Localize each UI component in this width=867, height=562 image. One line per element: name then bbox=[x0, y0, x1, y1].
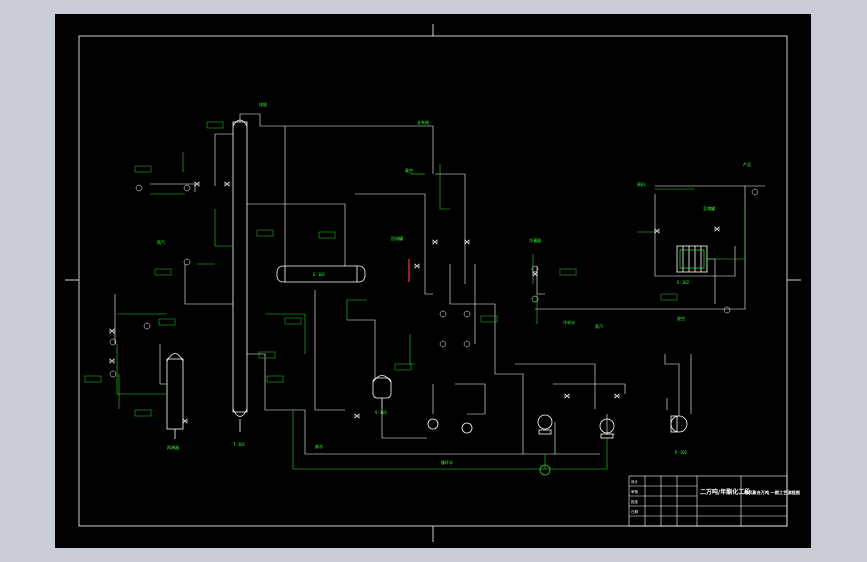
label-to-system: 去系统 bbox=[417, 119, 429, 125]
label-vent: 排放 bbox=[259, 101, 267, 107]
valves[interactable] bbox=[109, 181, 720, 424]
label-exchanger-2: E-102 bbox=[677, 280, 690, 285]
process-flow-diagram: T-101 E-101 V-101 P-101 冷凝器 再沸器 回流罐 冷却水 … bbox=[65, 24, 801, 542]
label-circulating-water: 循环水 bbox=[441, 459, 453, 465]
label-pump: P-101 bbox=[675, 450, 688, 455]
title-block-drawing-name: 有机聚合万吨 一期工艺流程图 bbox=[744, 489, 800, 496]
label-feed: 原料 bbox=[637, 181, 645, 187]
label-condenser: 冷凝器 bbox=[529, 237, 541, 243]
main-column[interactable] bbox=[232, 119, 248, 432]
label-nitrogen: 氮气 bbox=[157, 239, 165, 245]
label-steam: 蒸汽 bbox=[595, 323, 603, 329]
horizontal-exchanger[interactable] bbox=[276, 265, 366, 283]
label-exchanger: E-101 bbox=[313, 272, 326, 277]
feed-pump[interactable] bbox=[539, 464, 551, 476]
title-block-plant: 二万吨/年酯化工段 bbox=[700, 488, 750, 496]
left-vessel[interactable] bbox=[166, 353, 184, 440]
drawing-viewport[interactable]: T-101 E-101 V-101 P-101 冷凝器 再沸器 回流罐 冷却水 … bbox=[55, 14, 811, 548]
title-block bbox=[628, 475, 788, 527]
instrument-lines bbox=[116, 152, 746, 470]
mid-vessel[interactable] bbox=[372, 375, 392, 410]
title-row-design: 设计 bbox=[631, 479, 639, 484]
label-reboiler: 再沸器 bbox=[167, 444, 179, 450]
title-row-date: 日期 bbox=[631, 509, 639, 514]
label-wastewater: 废水 bbox=[315, 443, 323, 449]
label-cooling-water: 冷却水 bbox=[563, 319, 575, 325]
label-reflux-drum: 回流罐 bbox=[391, 235, 403, 241]
label-vessel: V-101 bbox=[375, 410, 388, 415]
label-venting: 放空 bbox=[677, 315, 685, 321]
label-column: T-101 bbox=[233, 442, 246, 447]
right-exchanger-fill bbox=[679, 249, 705, 269]
label-product: 产品 bbox=[743, 161, 751, 167]
label-to-tank: 至储罐 bbox=[703, 205, 715, 211]
title-row-approve: 批准 bbox=[631, 499, 639, 504]
pumps[interactable] bbox=[427, 414, 688, 439]
stream-tags bbox=[84, 121, 678, 417]
title-row-review: 审核 bbox=[631, 489, 639, 494]
instrument-bubbles[interactable] bbox=[109, 184, 759, 378]
label-vacuum: 真空 bbox=[405, 167, 413, 173]
